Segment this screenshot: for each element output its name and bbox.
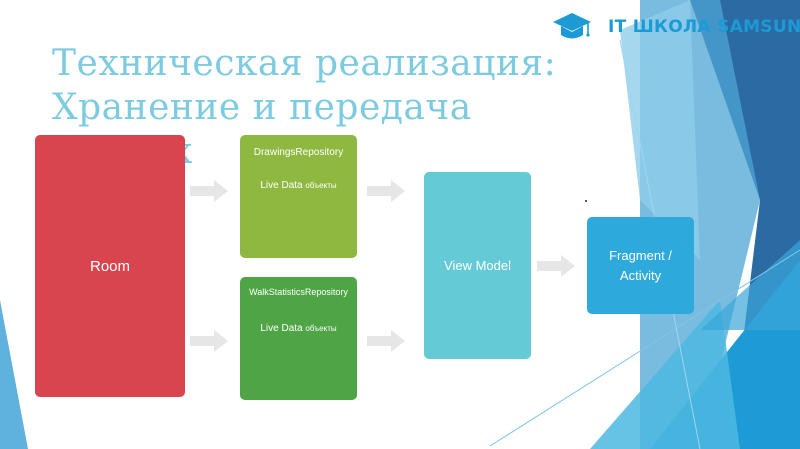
view-model-label: View Model [444, 258, 511, 273]
arrow-right-icon [190, 180, 228, 202]
walk-statistics-repository-box: WalkStatisticsRepository Live Data объек… [240, 277, 357, 400]
walk-repository-subtitle: Live Data объекты [260, 323, 336, 334]
slide-title: Техническая реализация: Хранение и перед… [52, 42, 612, 174]
stray-dot [585, 200, 587, 202]
walk-repository-title: WalkStatisticsRepository [249, 287, 348, 297]
title-line-1: Техническая реализация: [52, 43, 557, 84]
walk-livedata-label: Live Data [260, 323, 303, 334]
drawings-livedata-label: Live Data [260, 180, 303, 191]
room-label: Room [89, 257, 130, 275]
title-line-2: Хранение и передача [52, 87, 472, 128]
room-box: Room [35, 135, 185, 397]
arrow-right-icon [190, 330, 228, 352]
drawings-repository-box: DrawingsRepository Live Data объекты [240, 135, 357, 258]
right-bottom-light-shape [590, 300, 740, 449]
drawings-repository-subtitle: Live Data объекты [260, 180, 336, 191]
arrow-right-icon [537, 255, 575, 277]
graduation-cap-icon [553, 13, 591, 39]
right-accent-shape [700, 240, 800, 330]
logo-text: IT ШКОЛА SAMSUNG [608, 17, 800, 37]
fragment-activity-box: Fragment / Activity [587, 217, 694, 314]
left-edge-shape [0, 300, 28, 449]
walk-objects-label: объекты [305, 324, 337, 333]
arrow-right-icon [367, 330, 405, 352]
fragment-activity-label: Fragment / Activity [609, 247, 672, 283]
right-light-shape [620, 0, 700, 260]
thin-line [489, 249, 800, 447]
drawings-repository-title: DrawingsRepository [253, 147, 344, 158]
arrow-right-icon [367, 180, 405, 202]
view-model-box: View Model [424, 172, 531, 359]
logo: IT ШКОЛА SAMSUNG [552, 11, 800, 43]
drawings-objects-label: объекты [305, 181, 337, 190]
